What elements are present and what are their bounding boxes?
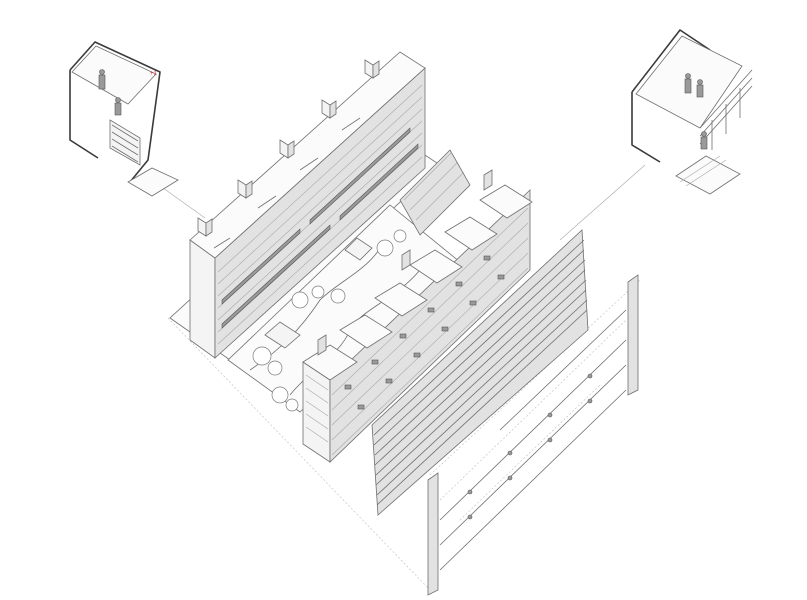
facade-louvre-panel (371, 229, 589, 516)
detail-vignette-right (631, 29, 753, 195)
detail-vignette-left: +1 (69, 41, 179, 197)
slab-building (169, 51, 441, 361)
balcony-structure (427, 274, 639, 596)
tower-block (302, 149, 533, 463)
annotation-marker: +1 (150, 71, 158, 77)
